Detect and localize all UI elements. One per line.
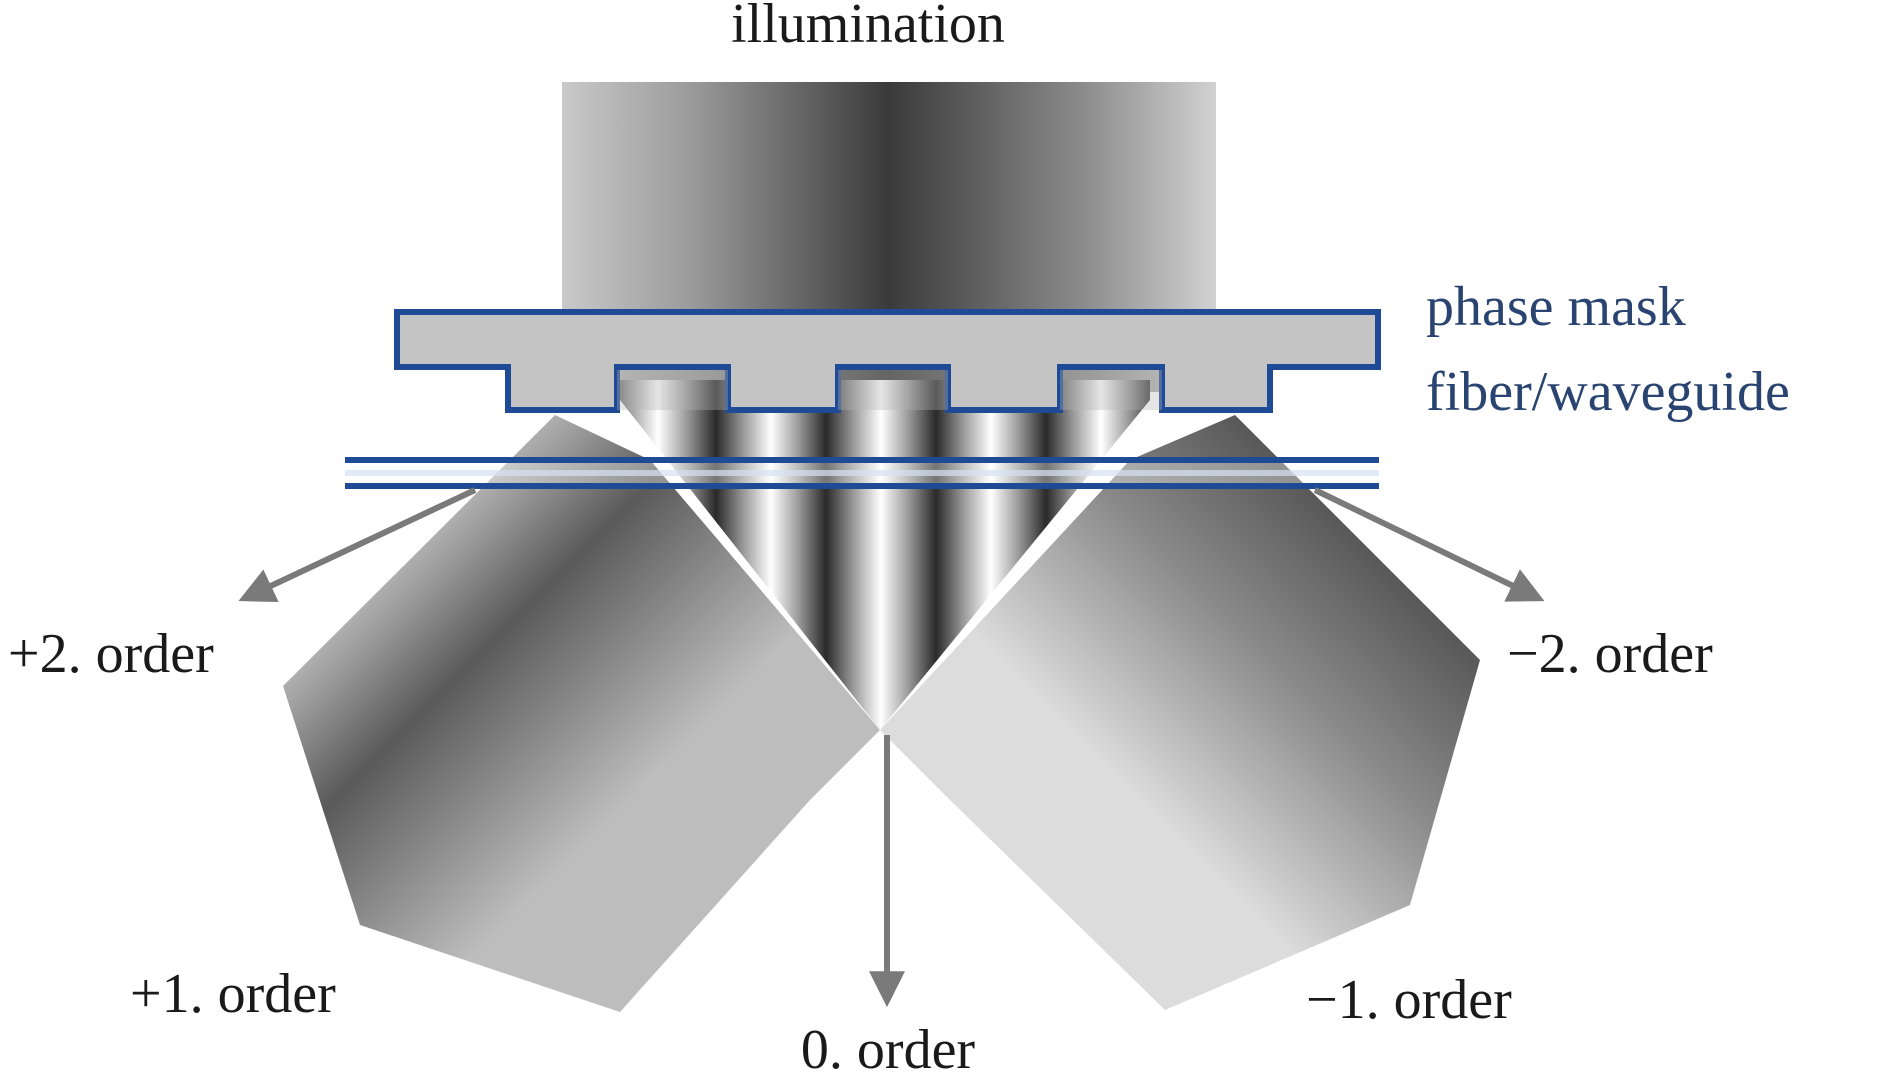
- plus-first-order-beam: [283, 415, 880, 1012]
- illumination-label: illumination: [731, 0, 1005, 55]
- minus-second-order-arrow: [1313, 487, 1545, 602]
- fiber-waveguide: [345, 457, 1379, 489]
- plus-first-order-label: +1. order: [130, 963, 336, 1025]
- minus-first-order-beam: [880, 415, 1480, 1010]
- fiber-waveguide-label: fiber/waveguide: [1426, 361, 1790, 423]
- minus-first-order-label: −1. order: [1306, 969, 1512, 1031]
- zero-order-label: 0. order: [801, 1019, 976, 1080]
- plus-second-order-label: +2. order: [8, 623, 214, 685]
- plus-second-order-arrow: [238, 487, 477, 603]
- phase-mask: [394, 309, 1381, 413]
- phase-mask-label: phase mask: [1426, 276, 1686, 338]
- minus-second-order-label: −2. order: [1507, 623, 1713, 685]
